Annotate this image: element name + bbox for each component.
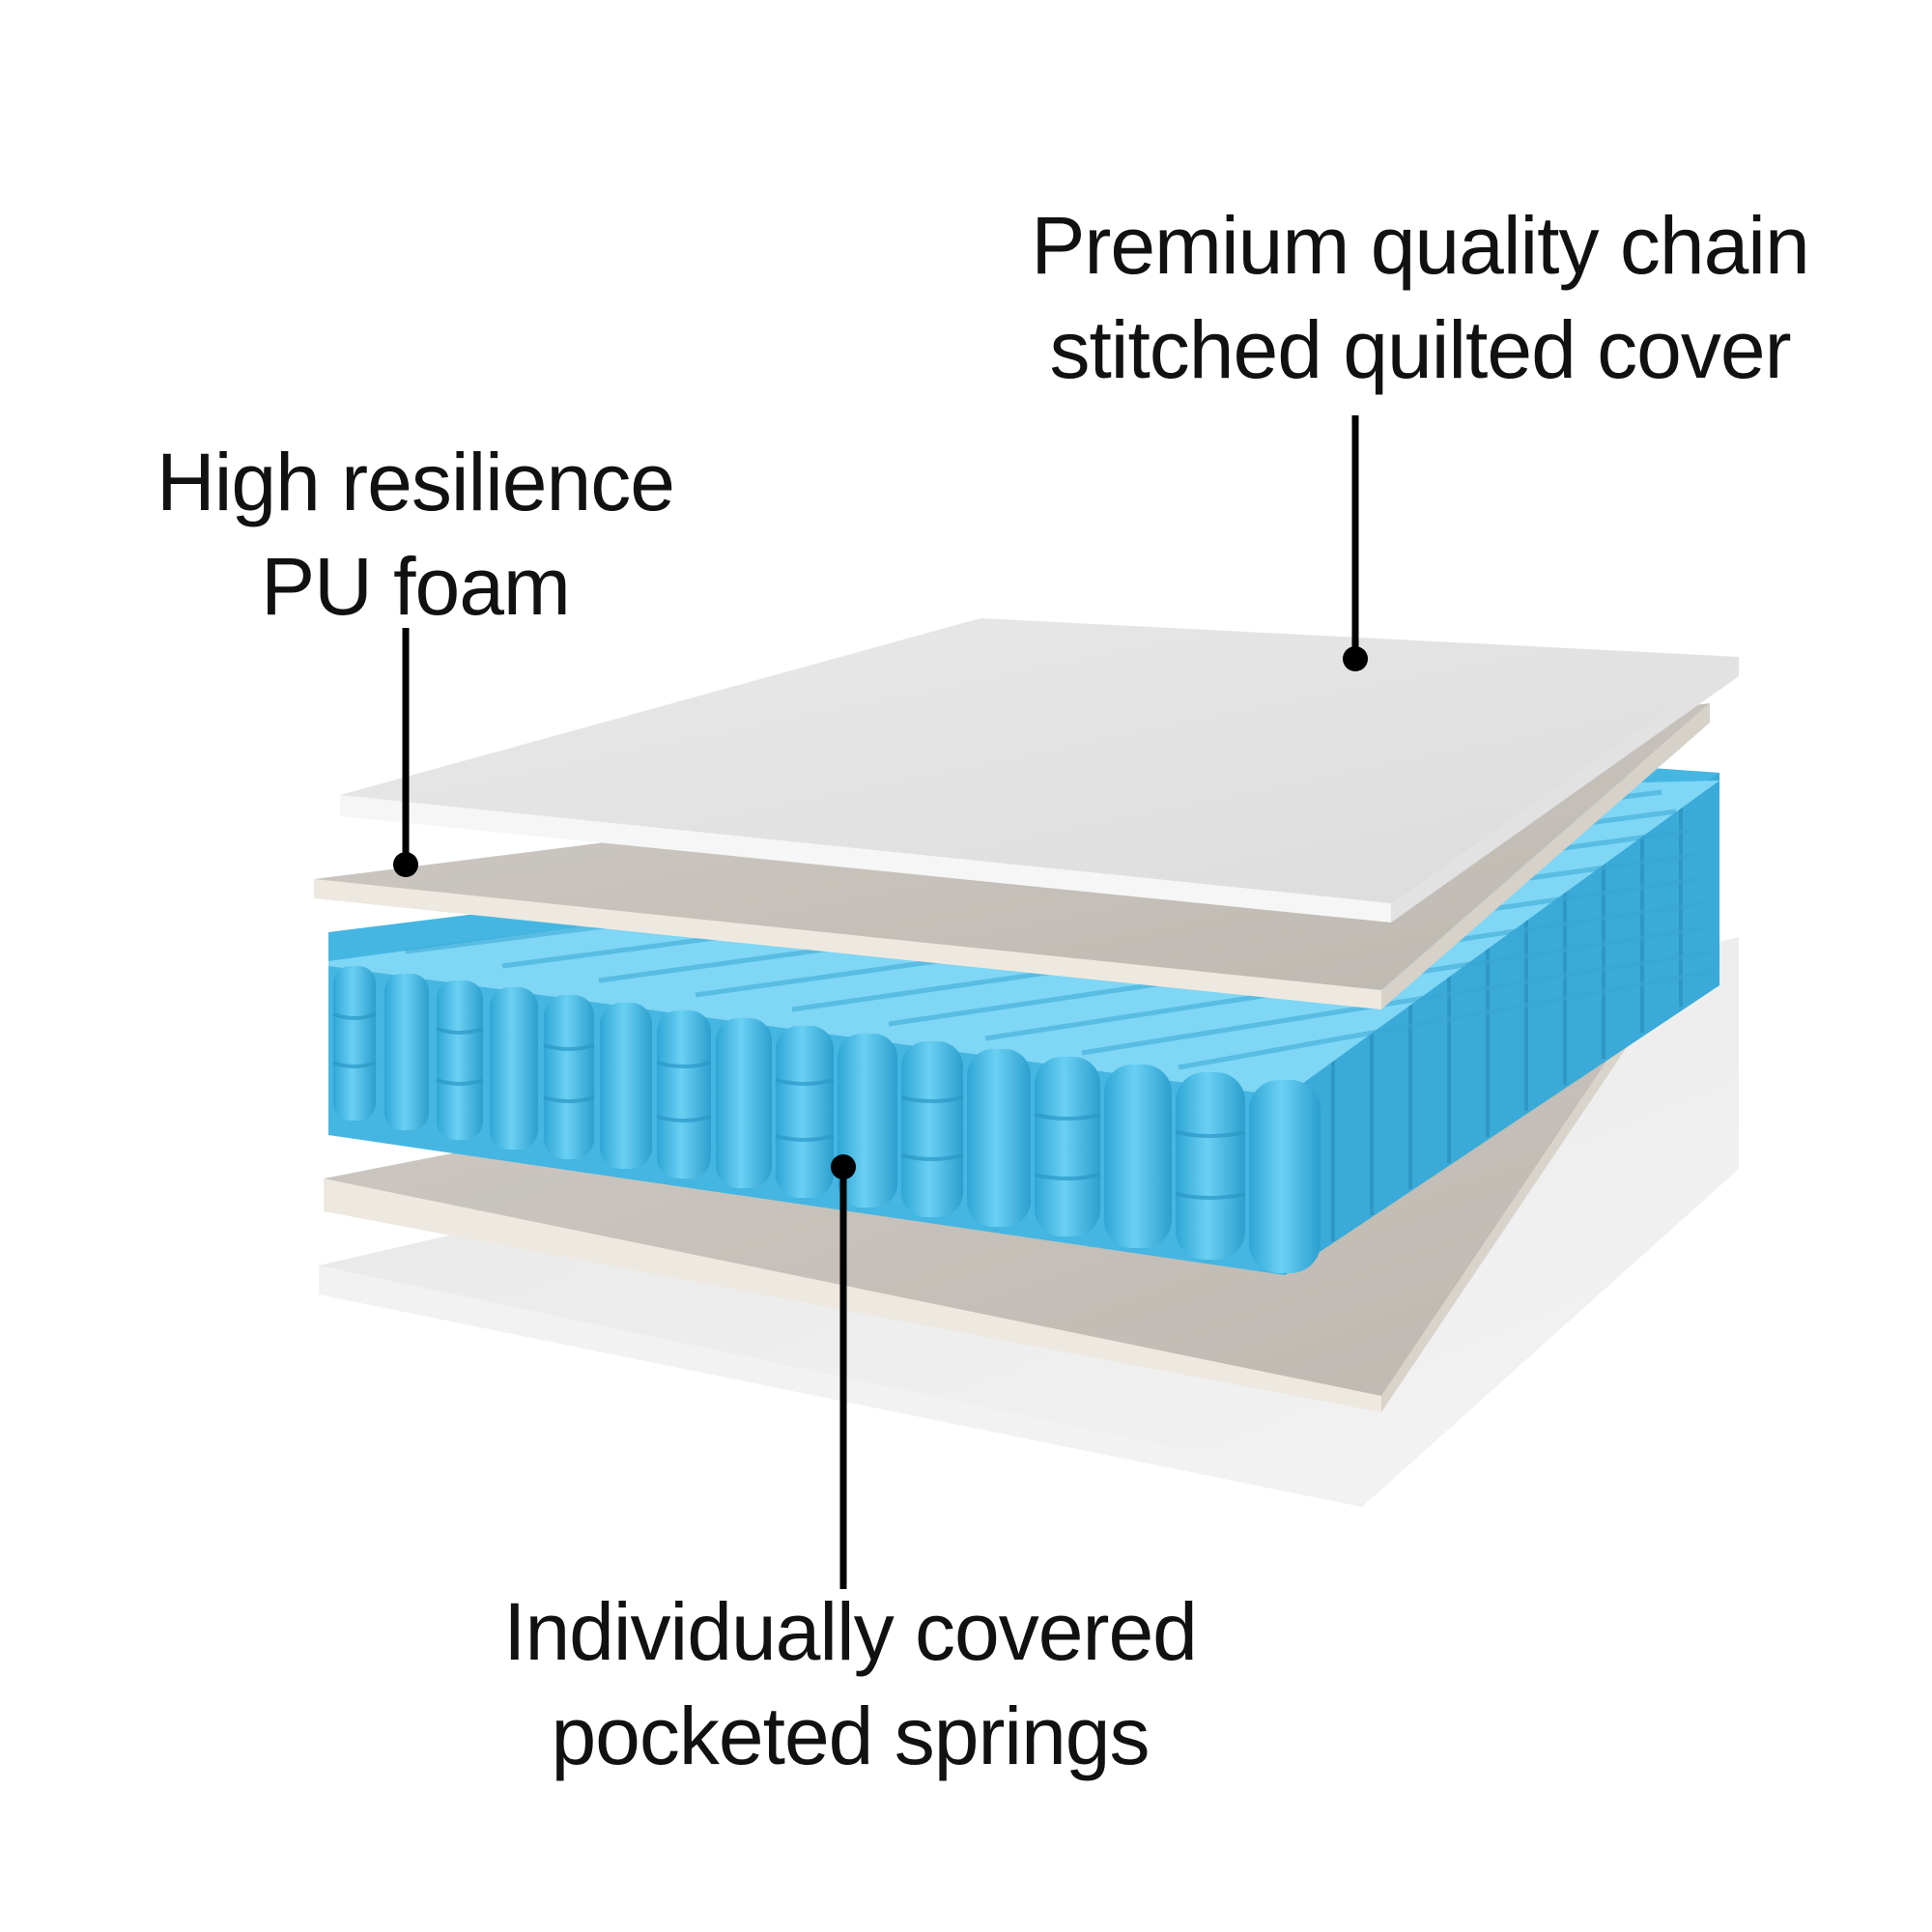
foam-leader-dot	[393, 852, 418, 877]
top-cover-layer	[340, 618, 1739, 923]
springs-callout-line-2: pocketed springs	[551, 1690, 1150, 1781]
foam-callout-line-2: PU foam	[261, 541, 571, 632]
callout-leaders	[402, 415, 1359, 1589]
spring-front-row	[333, 966, 1321, 1273]
callout-dots	[393, 646, 1368, 1179]
cover-callout-label: Premium quality chain stitched quilted c…	[966, 193, 1874, 402]
foam-callout-line-1: High resilience	[156, 437, 675, 527]
cover-callout-line-2: stitched quilted cover	[1049, 304, 1791, 395]
cover-callout-line-1: Premium quality chain	[1031, 200, 1809, 291]
spring-coil-bands	[332, 1012, 1246, 1200]
springs-callout-label: Individually covered pocketed springs	[367, 1579, 1333, 1788]
springs-leader-dot	[831, 1154, 856, 1179]
foam-callout-label: High resilience PU foam	[97, 430, 734, 639]
springs-callout-line-1: Individually covered	[503, 1586, 1198, 1677]
cover-leader-dot	[1343, 646, 1368, 671]
